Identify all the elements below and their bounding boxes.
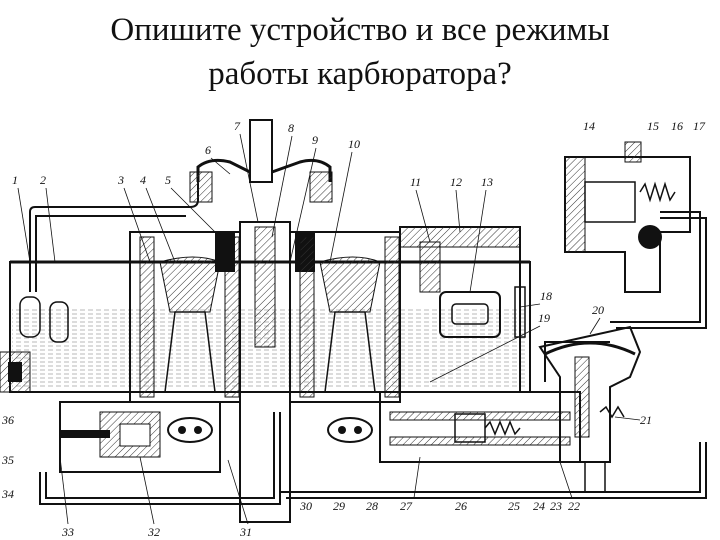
slide-title-line-1: Опишите устройство и все режимы bbox=[110, 12, 610, 48]
callout-23: 23 bbox=[550, 499, 562, 513]
callout-28: 28 bbox=[366, 499, 378, 513]
callout-12: 12 bbox=[450, 175, 462, 189]
callout-14: 14 bbox=[583, 119, 595, 133]
callout-34: 34 bbox=[1, 487, 14, 501]
callout-15: 15 bbox=[647, 119, 659, 133]
callout-7: 7 bbox=[234, 119, 241, 133]
callout-27: 27 bbox=[400, 499, 413, 513]
callout-6: 6 bbox=[205, 143, 211, 157]
diaphragm bbox=[544, 341, 636, 356]
sight-glass bbox=[514, 286, 526, 338]
leader-lines bbox=[17, 133, 641, 525]
callout-2: 2 bbox=[40, 173, 46, 187]
slide-title: Опишите устройство и все режимы работы к… bbox=[0, 8, 720, 96]
callout-29: 29 bbox=[333, 499, 345, 513]
callout-5: 5 bbox=[165, 173, 171, 187]
callout-31: 31 bbox=[239, 525, 252, 539]
diaphragm-chamber bbox=[538, 325, 642, 493]
callout-21: 21 bbox=[640, 413, 652, 427]
callout-1: 1 bbox=[12, 173, 18, 187]
callout-9: 9 bbox=[312, 133, 318, 147]
governor-spring bbox=[639, 181, 676, 203]
callout-26: 26 bbox=[455, 499, 467, 513]
governor-housing bbox=[564, 141, 691, 293]
callout-36: 36 bbox=[1, 413, 14, 427]
callout-4: 4 bbox=[140, 173, 146, 187]
callout-20: 20 bbox=[592, 303, 604, 317]
callout-35: 35 bbox=[1, 453, 14, 467]
fuel-lines bbox=[29, 182, 707, 505]
throttle-secondary bbox=[327, 417, 373, 443]
float-left bbox=[19, 296, 41, 338]
callout-22: 22 bbox=[568, 499, 580, 513]
callout-10: 10 bbox=[348, 137, 360, 151]
callout-labels: 1 2 3 4 5 6 7 8 9 10 11 12 13 14 15 16 1… bbox=[1, 119, 706, 539]
callout-24: 24 bbox=[533, 499, 545, 513]
callout-18: 18 bbox=[540, 289, 552, 303]
throttle-primary bbox=[167, 417, 213, 443]
small-diffuser-primary bbox=[159, 256, 221, 313]
economizer-channel bbox=[379, 391, 581, 463]
callout-3: 3 bbox=[117, 173, 124, 187]
callout-30: 30 bbox=[299, 499, 312, 513]
callout-17: 17 bbox=[693, 119, 706, 133]
callout-19: 19 bbox=[538, 311, 550, 325]
carburetor-diagram: 1 2 3 4 5 6 7 8 9 10 11 12 13 14 15 16 1… bbox=[0, 119, 707, 539]
callout-16: 16 bbox=[671, 119, 683, 133]
slide-title-line-2: работы карбюратора? bbox=[208, 56, 512, 92]
needle-valve bbox=[419, 241, 441, 293]
callout-33: 33 bbox=[61, 525, 74, 539]
callout-25: 25 bbox=[508, 499, 520, 513]
small-diffuser-secondary bbox=[319, 256, 381, 313]
callout-11: 11 bbox=[410, 175, 421, 189]
callout-13: 13 bbox=[481, 175, 493, 189]
callout-32: 32 bbox=[147, 525, 160, 539]
air-intake bbox=[189, 119, 333, 203]
callout-8: 8 bbox=[288, 121, 294, 135]
accelerator-pump bbox=[0, 351, 221, 473]
